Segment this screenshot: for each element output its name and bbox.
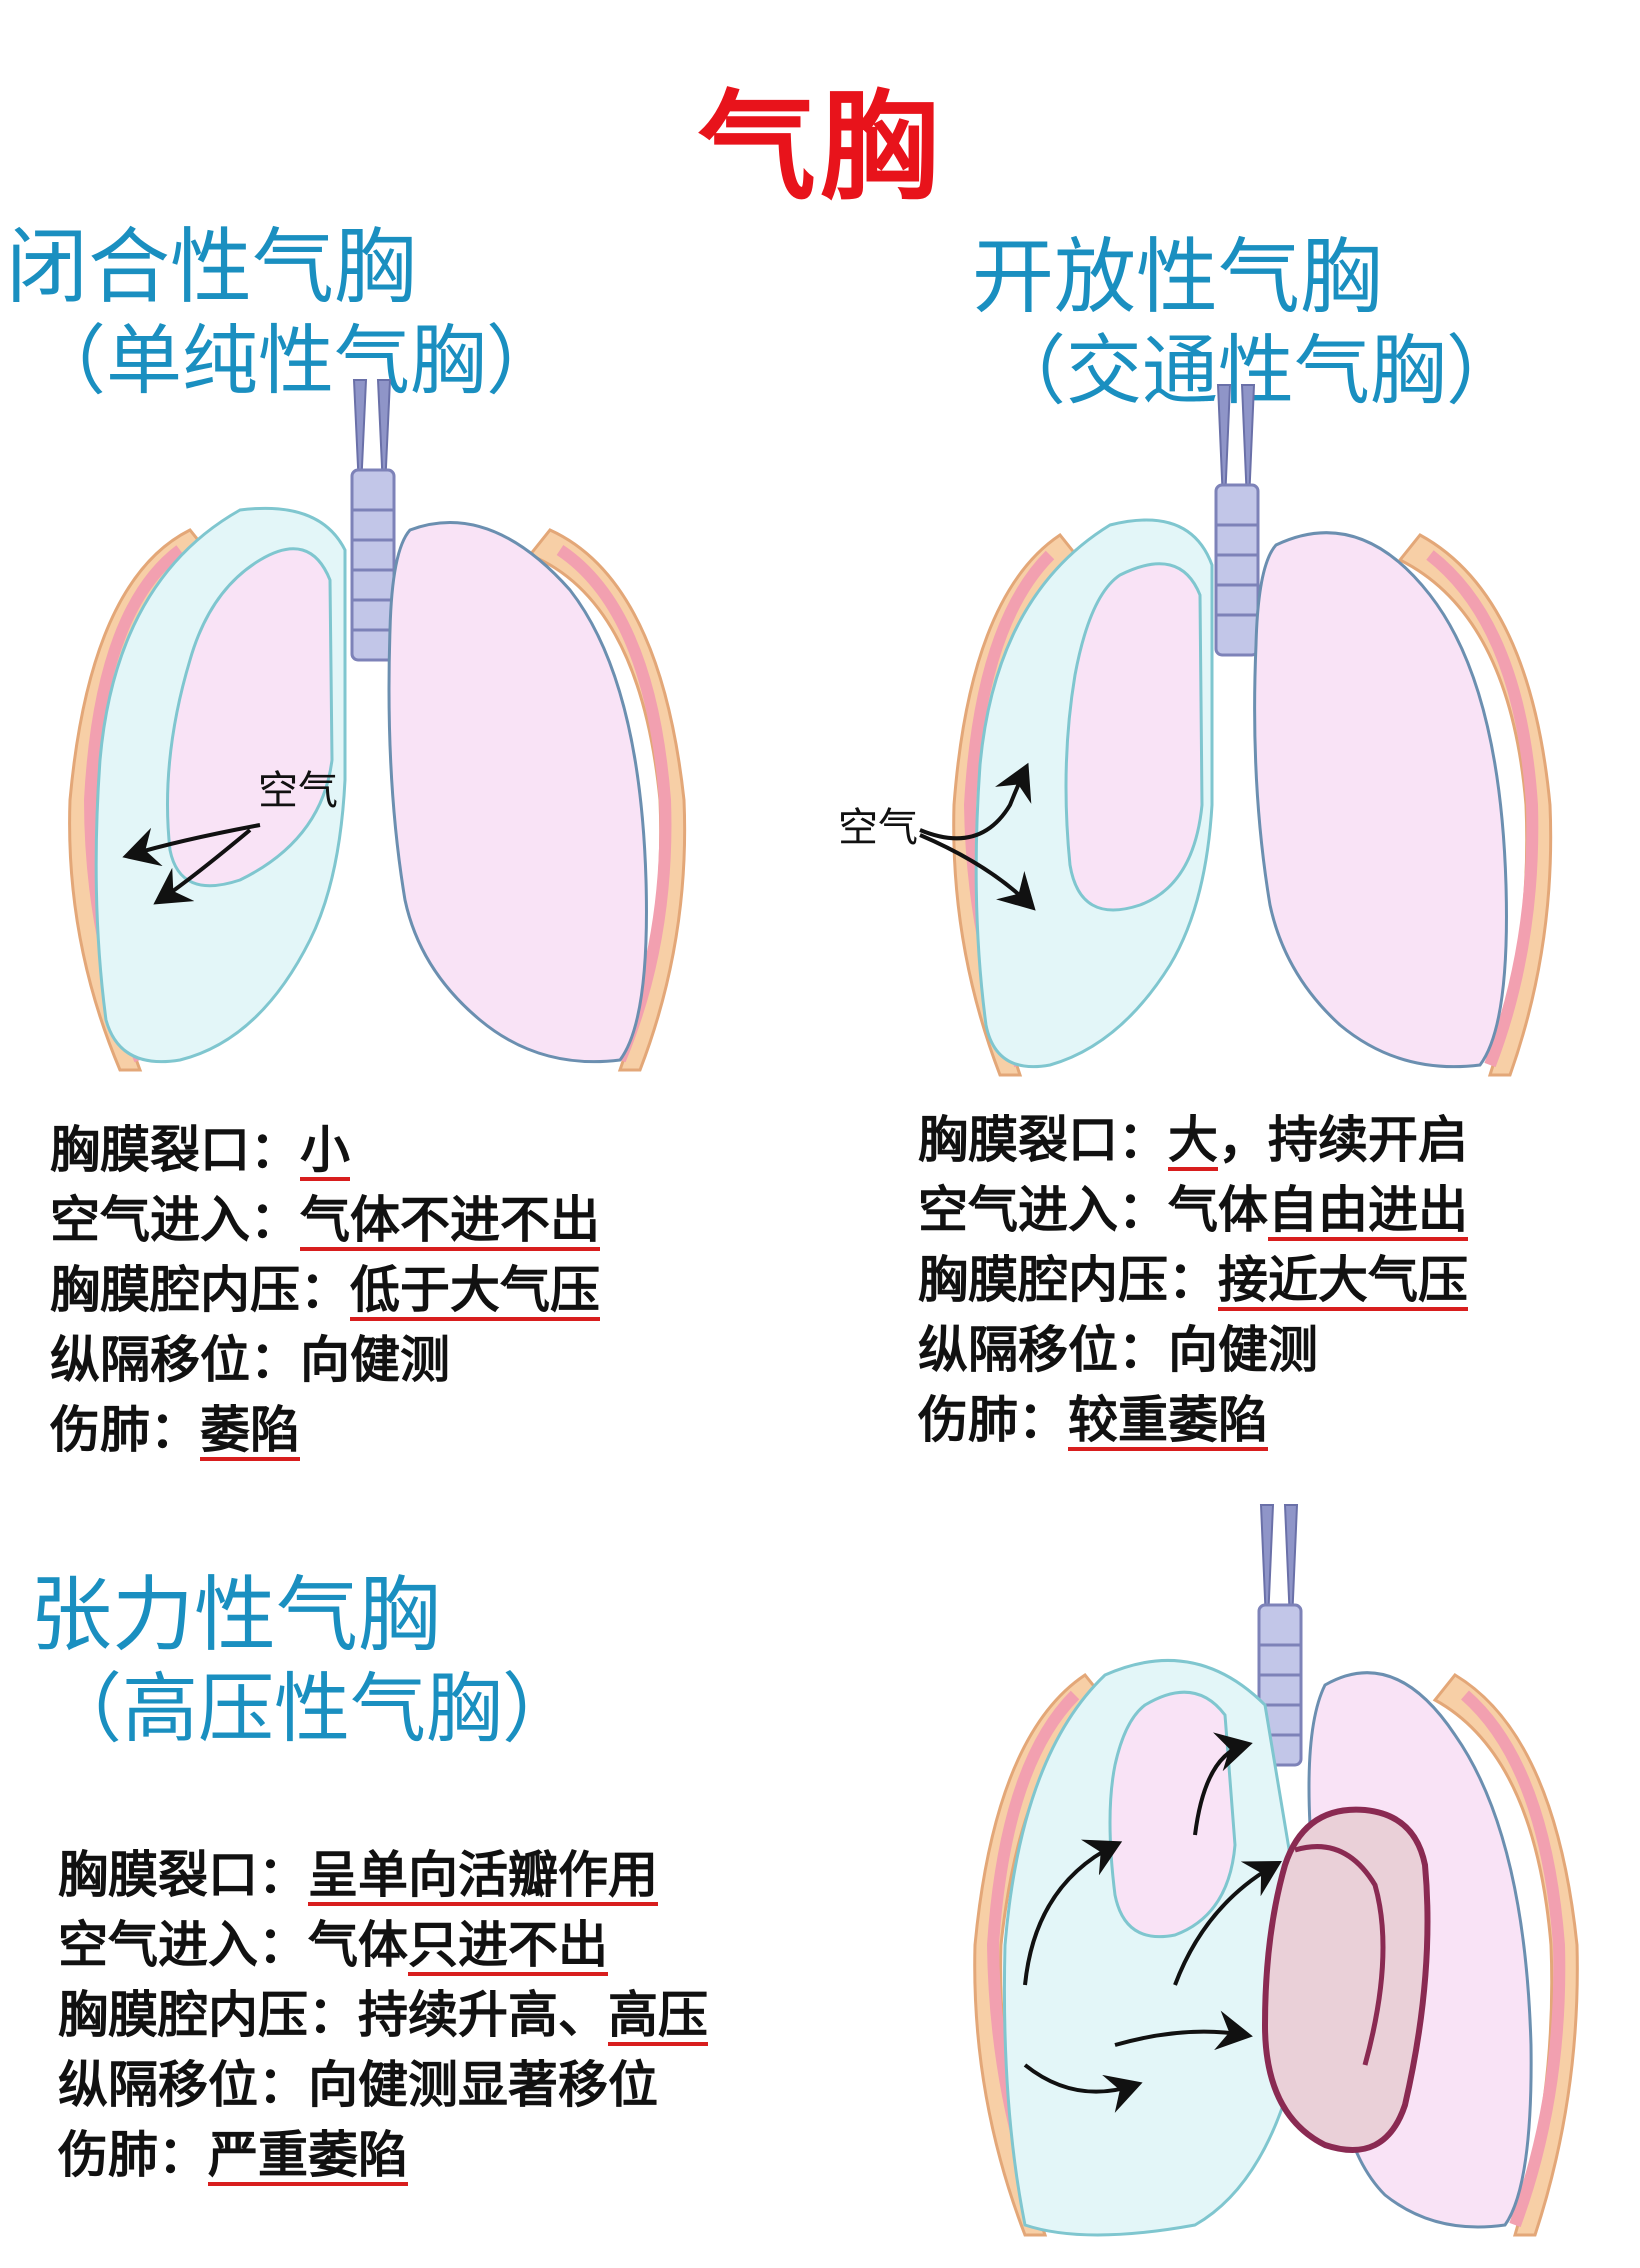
open-lung-diagram [919,384,1553,1077]
air-arrows-icon [1023,1732,1282,2113]
fact-value: 向健测显著移位 [308,2055,658,2114]
heart-icon [1261,1806,1431,2153]
fact-label: 胸膜腔内压： [50,1260,350,1319]
fact-label: 纵隔移位： [918,1320,1168,1379]
air-arrows-icon [122,823,261,905]
open-facts: 胸膜裂口：大，持续开启 空气进入：气体自由进出 胸膜腔内压：接近大气压 纵隔移位… [918,1105,1468,1455]
open-air-label: 空气 [838,805,918,851]
fact-label: 空气进入： [58,1915,308,1974]
left-lung-collapsed [1064,562,1204,912]
fact-label: 伤肺： [58,2125,208,2184]
fact-label: 空气进入： [918,1180,1168,1239]
right-lung [387,521,648,1064]
closed-row-mediastinum: 纵隔移位：向健测 [50,1325,600,1395]
fact-key-value: 较重萎陷 [1068,1390,1268,1449]
tension-row-rupture: 胸膜裂口：呈单向活瓣作用 [58,1840,708,1910]
closed-facts: 胸膜裂口：小 空气进入：气体不进不出 胸膜腔内压：低于大气压 纵隔移位：向健测 … [50,1115,600,1465]
fact-key-value: 自由进出 [1268,1180,1468,1239]
tension-row-mediastinum: 纵隔移位：向健测显著移位 [58,2050,708,2120]
open-title: 开放性气胸 [972,230,1383,325]
open-row-pressure: 胸膜腔内压：接近大气压 [918,1245,1468,1315]
tension-lung-diagram [973,1504,1579,2237]
fact-key-value: 呈单向活瓣作用 [308,1845,658,1904]
open-row-mediastinum: 纵隔移位：向健测 [918,1315,1468,1385]
open-row-rupture: 胸膜裂口：大，持续开启 [918,1105,1468,1175]
fact-label: 胸膜裂口： [50,1120,300,1179]
fact-label: 胸膜裂口： [918,1110,1168,1169]
page-title: 气胸 [697,78,942,216]
tension-row-pressure: 胸膜腔内压：持续升高、高压 [58,1980,708,2050]
fact-value: ，持续开启 [1218,1110,1468,1169]
trachea-icon [350,379,396,662]
right-ribs-icon [527,528,687,1072]
closed-row-lung: 伤肺：萎陷 [50,1395,600,1465]
open-row-lung: 伤肺：较重萎陷 [918,1385,1468,1455]
fact-label: 伤肺： [50,1400,200,1459]
fact-value: 向健测 [1168,1320,1318,1379]
trachea-icon [1214,384,1260,657]
fact-key-value: 大 [1168,1110,1218,1169]
fact-label: 纵隔移位： [50,1330,300,1389]
right-ribs-icon [1432,1673,1579,2237]
fact-label: 胸膜腔内压： [58,1985,358,2044]
open-row-air-entry: 空气进入：气体自由进出 [918,1175,1468,1245]
fact-value: 气体 [1168,1180,1268,1239]
fact-label: 空气进入： [50,1190,300,1249]
air-arrows-icon [919,762,1036,911]
fact-key-value: 只进不出 [408,1915,608,1974]
fact-value: 气体 [308,1915,408,1974]
closed-row-air-entry: 空气进入：气体不进不出 [50,1185,600,1255]
right-ribs-icon [1397,533,1553,1077]
fact-value: 持续升高、 [358,1985,608,2044]
fact-label: 纵隔移位： [58,2055,308,2114]
right-lung [1253,531,1508,1069]
fact-key-value: 高压 [608,1985,708,2044]
closed-row-rupture: 胸膜裂口：小 [50,1115,600,1185]
fact-value: 向健测 [300,1330,450,1389]
fact-key-value: 气体不进不出 [300,1190,600,1249]
tension-title: 张力性气胸 [30,1568,441,1663]
closed-title: 闭合性气胸 [6,220,417,315]
closed-row-pressure: 胸膜腔内压：低于大气压 [50,1255,600,1325]
tension-facts: 胸膜裂口：呈单向活瓣作用 空气进入：气体只进不出 胸膜腔内压：持续升高、高压 纵… [58,1840,708,2190]
fact-key-value: 小 [300,1120,350,1179]
fact-label: 胸膜裂口： [58,1845,308,1904]
fact-key-value: 接近大气压 [1218,1250,1468,1309]
tension-subtitle: （高压性气胸） [46,1664,578,1753]
left-lung-collapsed [1108,1690,1237,1939]
fact-label: 胸膜腔内压： [918,1250,1218,1309]
tension-row-lung: 伤肺：严重萎陷 [58,2120,708,2190]
closed-lung-diagram [68,379,687,1072]
fact-label: 伤肺： [918,1390,1068,1449]
fact-key-value: 低于大气压 [350,1260,600,1319]
closed-subtitle: （单纯性气胸） [30,316,562,405]
fact-key-value: 严重萎陷 [208,2125,408,2184]
fact-key-value: 萎陷 [200,1400,300,1459]
closed-air-label: 空气 [258,768,338,814]
tension-row-air-entry: 空气进入：气体只进不出 [58,1910,708,1980]
open-subtitle: （交通性气胸） [990,326,1522,415]
